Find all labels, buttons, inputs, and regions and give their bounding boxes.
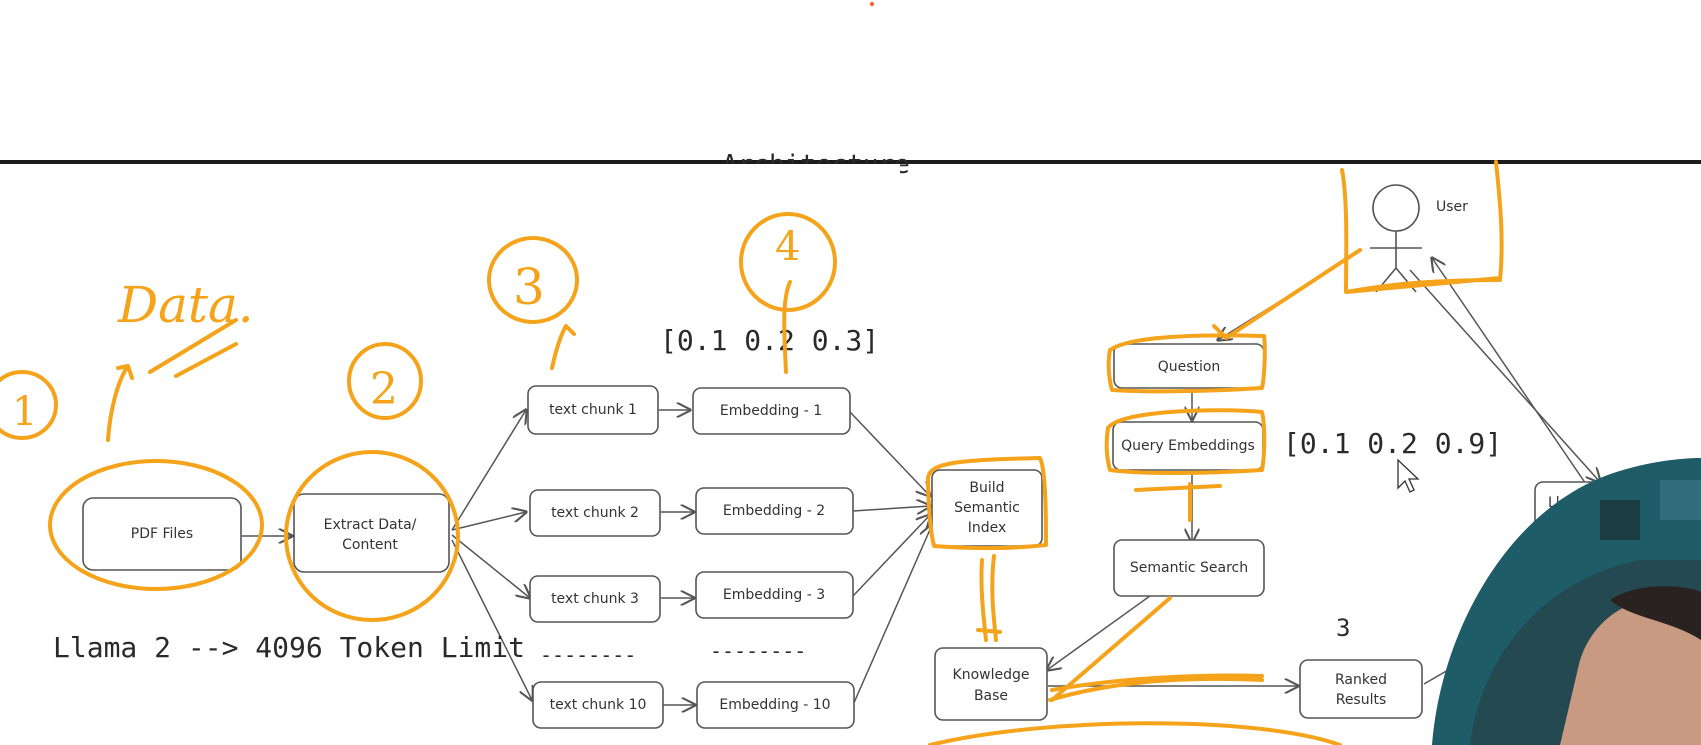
svg-text:1: 1 — [12, 389, 37, 435]
svg-text:Data.: Data. — [117, 276, 254, 334]
embedding-label: Embedding - 1 — [720, 403, 822, 419]
text-chunk-label: text chunk 1 — [549, 402, 637, 418]
svg-text:Query Embeddings: Query Embeddings — [1121, 438, 1255, 454]
embedding-label: Embedding - 10 — [719, 697, 830, 713]
svg-text:3: 3 — [513, 258, 545, 316]
pdf-files-label: PDF Files — [131, 526, 193, 542]
token-limit-note: Llama 2 --> 4096 Token Limit — [53, 631, 525, 664]
text-chunk-label: text chunk 2 — [551, 505, 639, 521]
node-ranked-results: Ranked Results — [1299, 659, 1423, 719]
node-question: Question — [1113, 343, 1265, 389]
dash-divider: -------- — [710, 639, 806, 663]
node-extract-data: Extract Data/ Content — [293, 493, 450, 573]
orange-annotations: 1 Data. 2 3 4 — [0, 160, 1504, 745]
webcam-overlay — [1432, 458, 1701, 745]
vector-note-2: [0.1 0.2 0.9] — [1283, 427, 1502, 460]
user-icon — [1370, 184, 1422, 293]
text-chunk-list: text chunk 1 text chunk 2 text chunk 3 t… — [527, 385, 664, 729]
user-label: User — [1436, 199, 1468, 215]
embedding-label: Embedding - 2 — [723, 503, 825, 519]
svg-text:2: 2 — [370, 364, 398, 415]
node-knowledge-base: Knowledge Base — [934, 647, 1048, 721]
dash-divider: -------- — [540, 643, 636, 667]
node-build-semantic-index: Build Semantic Index — [931, 469, 1043, 547]
svg-text:Semantic Search: Semantic Search — [1130, 560, 1248, 576]
step-number: 3 — [1336, 614, 1350, 642]
extract-label-1: Extract Data/ — [324, 517, 417, 533]
svg-text:Knowledge: Knowledge — [953, 667, 1030, 683]
embedding-list: Embedding - 1 Embedding - 2 Embedding - … — [692, 387, 855, 729]
extract-label-2: Content — [342, 537, 398, 553]
red-dot — [870, 2, 874, 6]
svg-text:Question: Question — [1158, 359, 1221, 375]
svg-text:4: 4 — [775, 224, 800, 270]
svg-text:Build: Build — [969, 480, 1004, 496]
node-pdf-files: PDF Files — [82, 497, 242, 571]
svg-text:Index: Index — [968, 520, 1007, 536]
svg-text:Base: Base — [974, 688, 1008, 704]
node-query-embeddings: Query Embeddings — [1112, 421, 1264, 471]
vector-note-1: [0.1 0.2 0.3] — [660, 324, 879, 357]
cursor-icon — [1397, 458, 1420, 493]
svg-text:Ranked: Ranked — [1335, 672, 1387, 688]
text-chunk-label: text chunk 3 — [551, 591, 639, 607]
divider-bar — [0, 160, 1701, 164]
text-chunk-label: text chunk 10 — [550, 697, 647, 713]
node-semantic-search: Semantic Search — [1113, 539, 1265, 597]
svg-text:Semantic: Semantic — [954, 500, 1020, 516]
svg-text:Results: Results — [1336, 692, 1387, 708]
embedding-label: Embedding - 3 — [723, 587, 825, 603]
